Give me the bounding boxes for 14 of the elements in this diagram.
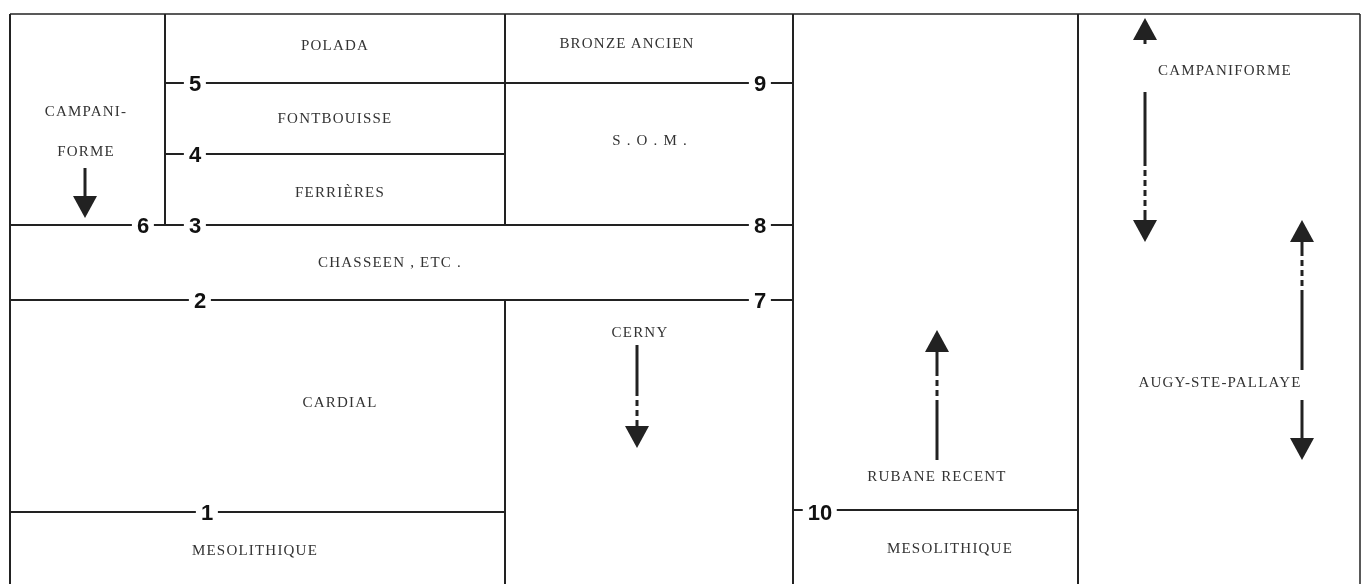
period-label: CAMPANIFORME (1158, 61, 1292, 80)
period-label: AUGY-STE-PALLAYE (1138, 373, 1302, 392)
period-label: BRONZE ANCIEN (559, 34, 695, 53)
period-label: CAMPANI- FORME (43, 102, 129, 161)
period-label: FERRIÈRES (295, 183, 385, 202)
period-label: CHASSEEN , ETC . (318, 253, 462, 272)
period-label: MESOLITHIQUE (191, 541, 319, 560)
period-label: FONTBOUISSE (277, 109, 393, 128)
period-label: CARDIAL (302, 393, 378, 412)
period-label: RUBANE RECENT (867, 467, 1007, 486)
period-label: MESOLITHIQUE (886, 539, 1014, 558)
period-label: CERNY (611, 323, 669, 342)
period-label: S . O . M . (612, 131, 688, 150)
period-label: POLADA (301, 36, 369, 55)
